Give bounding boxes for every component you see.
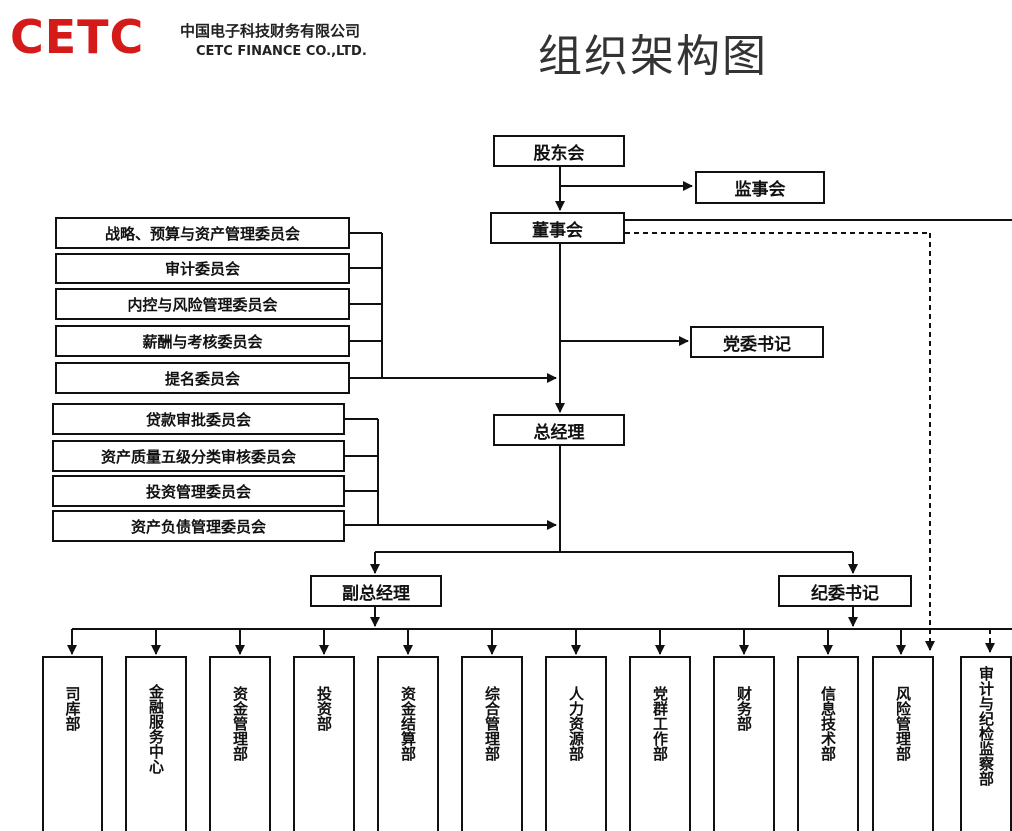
board-of-directors-box: 董事会 — [490, 212, 625, 244]
deputy-gm-box: 副总经理 — [310, 575, 442, 607]
dept-party-affairs-label: 党群工作部 — [651, 686, 669, 761]
dept-fund-settlement: 资金结算部 — [377, 656, 439, 831]
dept-finance: 财务部 — [713, 656, 775, 831]
dept-fund-management: 资金管理部 — [209, 656, 271, 831]
dept-risk-management-label: 风险管理部 — [894, 686, 912, 761]
dept-fund-management-label: 资金管理部 — [231, 686, 249, 761]
general-manager-box: 总经理 — [493, 414, 625, 446]
committee-asset-quality: 资产质量五级分类审核委员会 — [52, 440, 345, 472]
committee-compensation: 薪酬与考核委员会 — [55, 325, 350, 357]
dept-fund-settlement-label: 资金结算部 — [399, 686, 417, 761]
dept-human-resources: 人力资源部 — [545, 656, 607, 831]
dept-information-technology-label: 信息技术部 — [819, 686, 837, 761]
dept-general-management-label: 综合管理部 — [483, 686, 501, 761]
dept-audit-discipline: 审计与纪检监察部 — [960, 656, 1012, 831]
committee-nomination: 提名委员会 — [55, 362, 350, 394]
dept-general-management: 综合管理部 — [461, 656, 523, 831]
committee-audit: 审计委员会 — [55, 253, 350, 284]
committee-investment: 投资管理委员会 — [52, 475, 345, 507]
dept-audit-discipline-label: 审计与纪检监察部 — [977, 666, 995, 786]
dept-treasury: 司库部 — [42, 656, 103, 831]
committee-loan-approval: 贷款审批委员会 — [52, 403, 345, 435]
dept-investment-label: 投资部 — [315, 686, 333, 731]
party-secretary-box: 党委书记 — [690, 326, 824, 358]
cetc-logo: CETC — [10, 10, 145, 64]
dept-financial-services-label: 金融服务中心 — [147, 684, 165, 774]
company-name-cn: 中国电子科技财务有限公司 — [180, 22, 361, 40]
page-title: 组织架构图 — [538, 31, 768, 82]
committee-asset-liability: 资产负债管理委员会 — [52, 510, 345, 542]
dept-party-affairs: 党群工作部 — [629, 656, 691, 831]
dept-human-resources-label: 人力资源部 — [567, 686, 585, 761]
dept-finance-label: 财务部 — [735, 686, 753, 731]
shareholders-meeting-box: 股东会 — [493, 135, 625, 167]
committee-internal-control-risk: 内控与风险管理委员会 — [55, 288, 350, 320]
company-name-en: CETC FINANCE CO.,LTD. — [196, 44, 367, 59]
dept-information-technology: 信息技术部 — [797, 656, 859, 831]
dept-treasury-label: 司库部 — [63, 686, 82, 731]
discipline-secretary-box: 纪委书记 — [778, 575, 912, 607]
board-of-supervisors-box: 监事会 — [695, 171, 825, 204]
dept-investment: 投资部 — [293, 656, 355, 831]
committee-strategy-budget: 战略、预算与资产管理委员会 — [55, 217, 350, 249]
dept-financial-services: 金融服务中心 — [125, 656, 187, 831]
dept-risk-management: 风险管理部 — [872, 656, 934, 831]
